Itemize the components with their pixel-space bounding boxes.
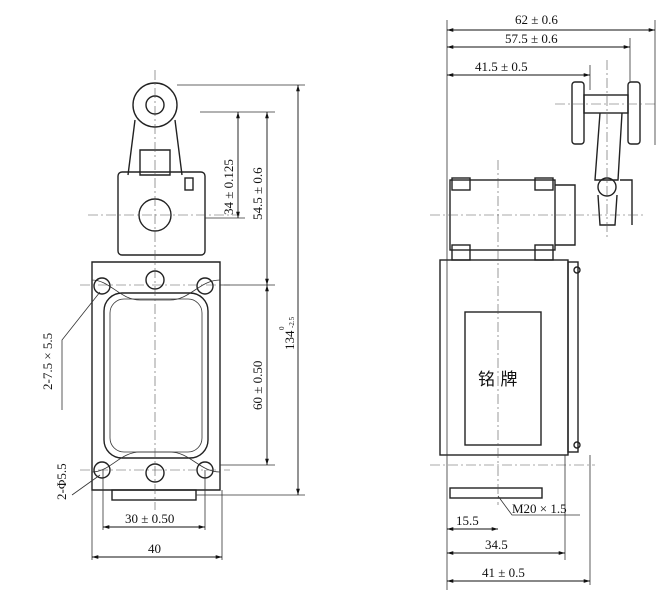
switch-body: [91, 261, 221, 491]
side-view: 铭 牌 62 ± 0.6 57.5 ± 0.6 41.5 ± 0.: [430, 12, 656, 590]
dim-60: 60 ± 0.50: [250, 361, 265, 410]
dim-134-upper: 0: [278, 326, 286, 330]
dim-57-5: 57.5 ± 0.6: [505, 31, 558, 46]
dim-41-5: 41.5 ± 0.5: [475, 59, 528, 74]
dim-hole: 2-Φ5.5: [54, 463, 69, 500]
dim-15-5: 15.5: [456, 513, 479, 528]
dim-54-5: 54.5 ± 0.6: [250, 167, 265, 220]
dim-40: 40: [148, 541, 161, 556]
nameplate: [464, 311, 542, 446]
switch-head: [117, 171, 206, 256]
dim-134-lower: -2.5: [288, 316, 296, 328]
thread-label: M20 × 1.5: [512, 501, 567, 516]
dim-134: 134: [282, 330, 297, 350]
dim-slot: 2-7.5 × 5.5: [40, 333, 55, 390]
dim-62: 62 ± 0.6: [515, 12, 558, 27]
dim-30: 30 ± 0.50: [125, 511, 174, 526]
front-view: 34 ± 0.125 54.5 ± 0.6 60 ± 0.50 134 0 -2…: [40, 70, 305, 560]
dim-41: 41 ± 0.5: [482, 565, 525, 580]
side-body: [439, 259, 569, 456]
dim-34: 34 ± 0.125: [221, 159, 236, 215]
window-recess: [103, 292, 209, 459]
dim-34-5: 34.5: [485, 537, 508, 552]
